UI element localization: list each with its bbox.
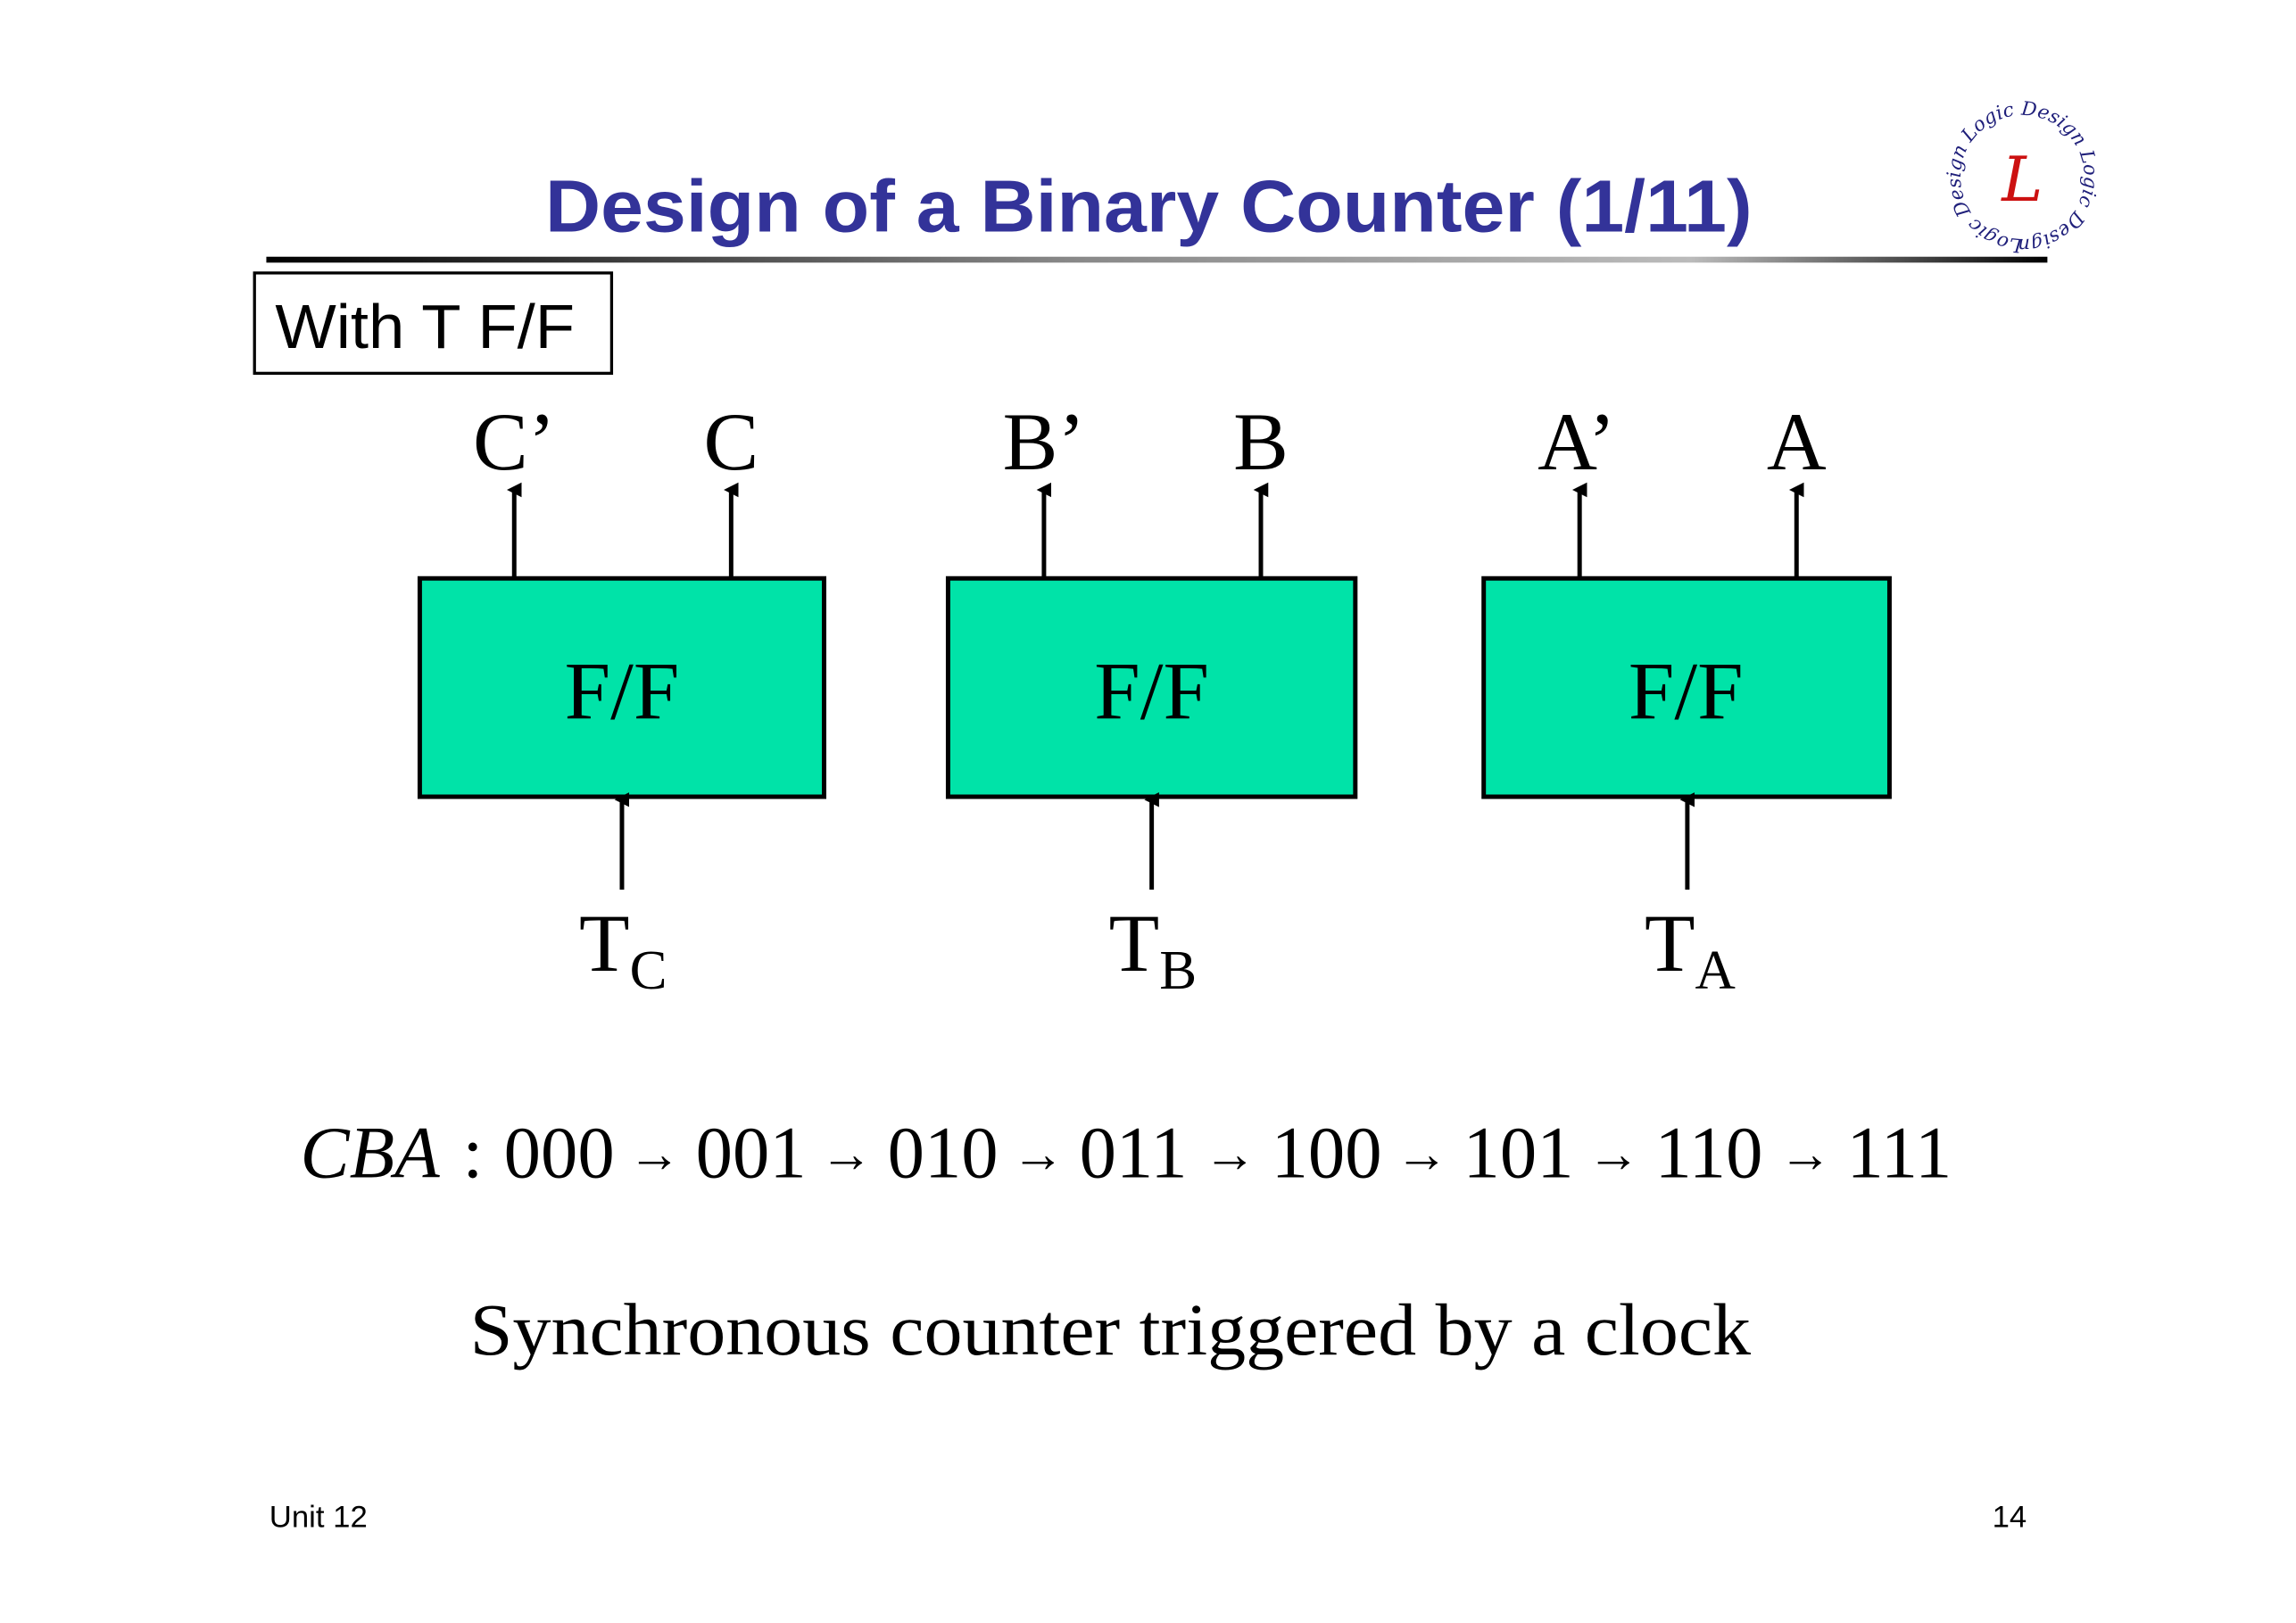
output-bar-label: A’: [1538, 396, 1615, 488]
output-label: A: [1767, 396, 1827, 488]
sequence-state: 010: [888, 1112, 999, 1194]
flipflop-c: F/F C’ C TC: [417, 396, 827, 1001]
input-label: TA: [1645, 898, 1736, 1001]
logo-letter: L: [2000, 145, 2043, 216]
sequence-separator: :: [462, 1112, 483, 1194]
caption: Synchronous counter triggered by a clock: [470, 1288, 1752, 1370]
arrow-right-icon: →: [820, 1124, 874, 1183]
subtitle-box: [253, 271, 614, 376]
logic-design-logo: Logic Design Logic Design Logic Design L: [1944, 97, 2101, 256]
arrow-right-icon: →: [1778, 1124, 1832, 1183]
arrow-right-icon: →: [1395, 1124, 1448, 1183]
sequence-label: CBA: [300, 1112, 440, 1194]
output-label: B: [1233, 396, 1289, 488]
sequence-state: 111: [1846, 1112, 1952, 1194]
title-rule: [266, 256, 2048, 263]
subtitle-text: With T F/F: [275, 292, 575, 361]
flipflop-label: F/F: [1629, 645, 1744, 737]
flipflop-label: F/F: [565, 645, 680, 737]
page-number: 14: [1993, 1501, 2027, 1535]
sequence-state: 011: [1080, 1112, 1188, 1194]
state-sequence: CBA : 000→001→010→011→100→101→110→111: [300, 1112, 1952, 1194]
arrow-right-icon: →: [1587, 1124, 1640, 1183]
output-bar-label: C’: [473, 396, 556, 488]
sequence-state: 001: [696, 1112, 807, 1194]
slide-title: Design of a Binary Counter (1/11): [545, 165, 1753, 248]
arrow-right-icon: →: [1012, 1124, 1065, 1183]
flipflop-a: F/F A’ A TA: [1481, 396, 1892, 1001]
flipflop-b: F/F B’ B TB: [945, 396, 1358, 1001]
arrow-right-icon: →: [1204, 1124, 1257, 1183]
sequence-state: 101: [1463, 1112, 1574, 1194]
input-label: TB: [1109, 898, 1197, 1001]
output-bar-label: B’: [1003, 396, 1086, 488]
sequence-state: 100: [1272, 1112, 1382, 1194]
output-label: C: [703, 396, 758, 488]
flipflop-box: [945, 576, 1358, 799]
flipflop-label: F/F: [1094, 645, 1209, 737]
sequence-state: 110: [1655, 1112, 1763, 1194]
flipflop-box: [417, 576, 827, 799]
arrow-right-icon: →: [628, 1124, 682, 1183]
sequence-state: 000: [504, 1112, 615, 1194]
input-label: TC: [579, 898, 667, 1001]
footer-unit: Unit 12: [269, 1501, 368, 1535]
